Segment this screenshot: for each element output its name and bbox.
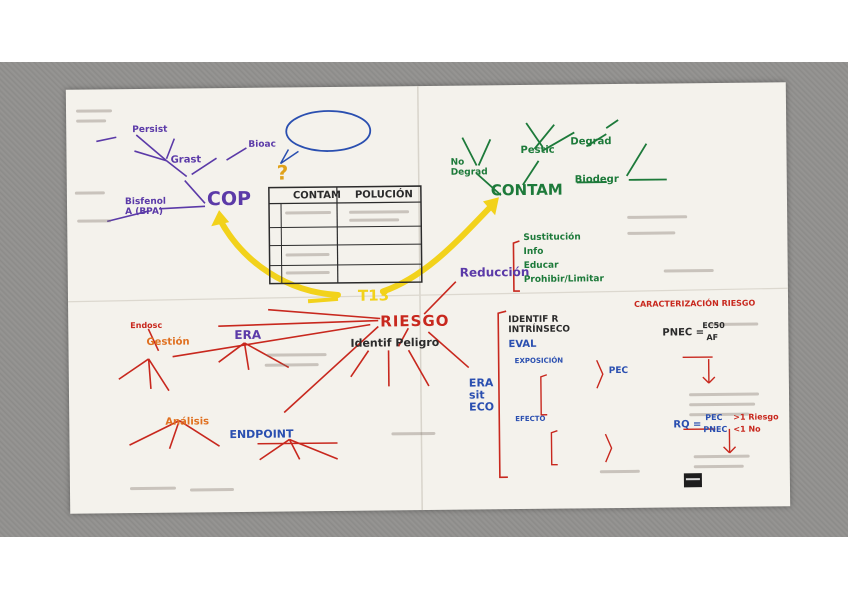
rq-no-risk: <1 No	[733, 424, 761, 434]
bioac-node: Bioac	[248, 139, 276, 150]
era-sit-eco-node: ERA sit ECO	[468, 376, 495, 414]
pnec-denominator: AF	[706, 332, 719, 343]
endpoint-bar	[257, 442, 338, 445]
note-line	[285, 271, 330, 275]
grast-node: Grast	[170, 154, 202, 166]
yellow-stub	[307, 296, 339, 304]
pnec-label: PNEC =	[662, 327, 705, 339]
pec-node: PEC	[608, 365, 629, 377]
note-line	[74, 191, 105, 195]
vertical-fold	[417, 86, 423, 511]
note-line	[77, 219, 112, 223]
rq-denominator: PNEC	[703, 424, 728, 435]
question-mark-icon: ?	[277, 160, 289, 184]
prohibir-item: Prohibir/Limitar	[523, 274, 604, 285]
horizontal-fold	[68, 287, 788, 303]
note-line	[599, 469, 640, 474]
note-line	[264, 363, 319, 367]
endpoint-node: ENDPOINT	[229, 427, 294, 442]
persist-node: Persist	[132, 124, 168, 136]
note-line	[349, 210, 410, 214]
arrow-head-contam	[482, 197, 499, 216]
gestion-node: Gestión	[146, 336, 190, 348]
pestic-node: Pestic	[520, 144, 555, 157]
analisis-node: Análisis	[165, 416, 210, 428]
info-item: Info	[523, 246, 544, 257]
mind-map-sheet: ?	[65, 82, 791, 514]
note-line	[349, 218, 400, 222]
right-panel-lines	[540, 356, 737, 466]
speech-bubble	[285, 110, 372, 152]
identif-r-intrinseco: IDENTIF R INTRÍNSECO	[508, 314, 571, 336]
note-line	[129, 486, 176, 491]
no-degrad-node: No Degrad	[450, 157, 488, 178]
note-line	[266, 353, 327, 357]
note-line	[693, 464, 744, 469]
rq-label: RQ =	[673, 419, 702, 431]
note-line	[391, 431, 436, 436]
note-line	[189, 488, 235, 492]
caracterizacion-riesgo-title: CARACTERIZACIÓN RIESGO	[634, 298, 756, 309]
identif-peligro-node: Identif Peligro	[350, 335, 440, 350]
riesgo-node: RIESGO	[380, 311, 450, 331]
era-node: ERA	[234, 327, 262, 343]
t13-node: T13	[357, 286, 390, 305]
arrow-to-contam	[379, 202, 496, 295]
note-line	[627, 215, 688, 219]
mind-map-drawing: ?	[68, 86, 788, 511]
educar-item: Educar	[523, 260, 559, 271]
bubble-tail	[279, 149, 299, 165]
note-line	[285, 253, 330, 257]
endosc-node: Endosc	[130, 320, 163, 331]
pnec-numerator: EC50	[702, 320, 725, 331]
note-line	[76, 119, 107, 123]
exposicion-node: EXPOSICIÓN	[514, 356, 564, 366]
bisfenol-node: Bisfenol A (BPA)	[124, 196, 167, 218]
note-line	[693, 454, 750, 459]
contam-polucion-table	[268, 185, 423, 285]
degrad-node: Degrad	[570, 136, 612, 148]
sustitucion-item: Sustitución	[523, 232, 581, 243]
note-line	[285, 211, 332, 215]
eval-node: EVAL	[508, 338, 537, 351]
arrow-head-cop	[211, 210, 230, 227]
riesgo-branches	[118, 240, 520, 479]
contam-branches	[461, 119, 667, 196]
arrow-to-cop	[216, 215, 341, 298]
table-header-polucion: POLUCIÓN	[354, 189, 413, 201]
note-line	[76, 109, 113, 113]
contam-node: CONTAM	[490, 180, 563, 200]
biodegr-node: Biodegr	[574, 173, 619, 186]
note-line	[663, 269, 714, 273]
note-line	[627, 231, 676, 235]
reduccion-node: Reducción	[459, 264, 530, 280]
table-header-contam: CONTAM	[292, 189, 341, 202]
rq-numerator: PEC	[705, 412, 723, 423]
efecto-node: EFECTO	[515, 414, 546, 424]
cop-node: COP	[206, 187, 252, 211]
cop-branches	[96, 134, 247, 223]
rq-risk: >1 Riesgo	[733, 412, 779, 422]
